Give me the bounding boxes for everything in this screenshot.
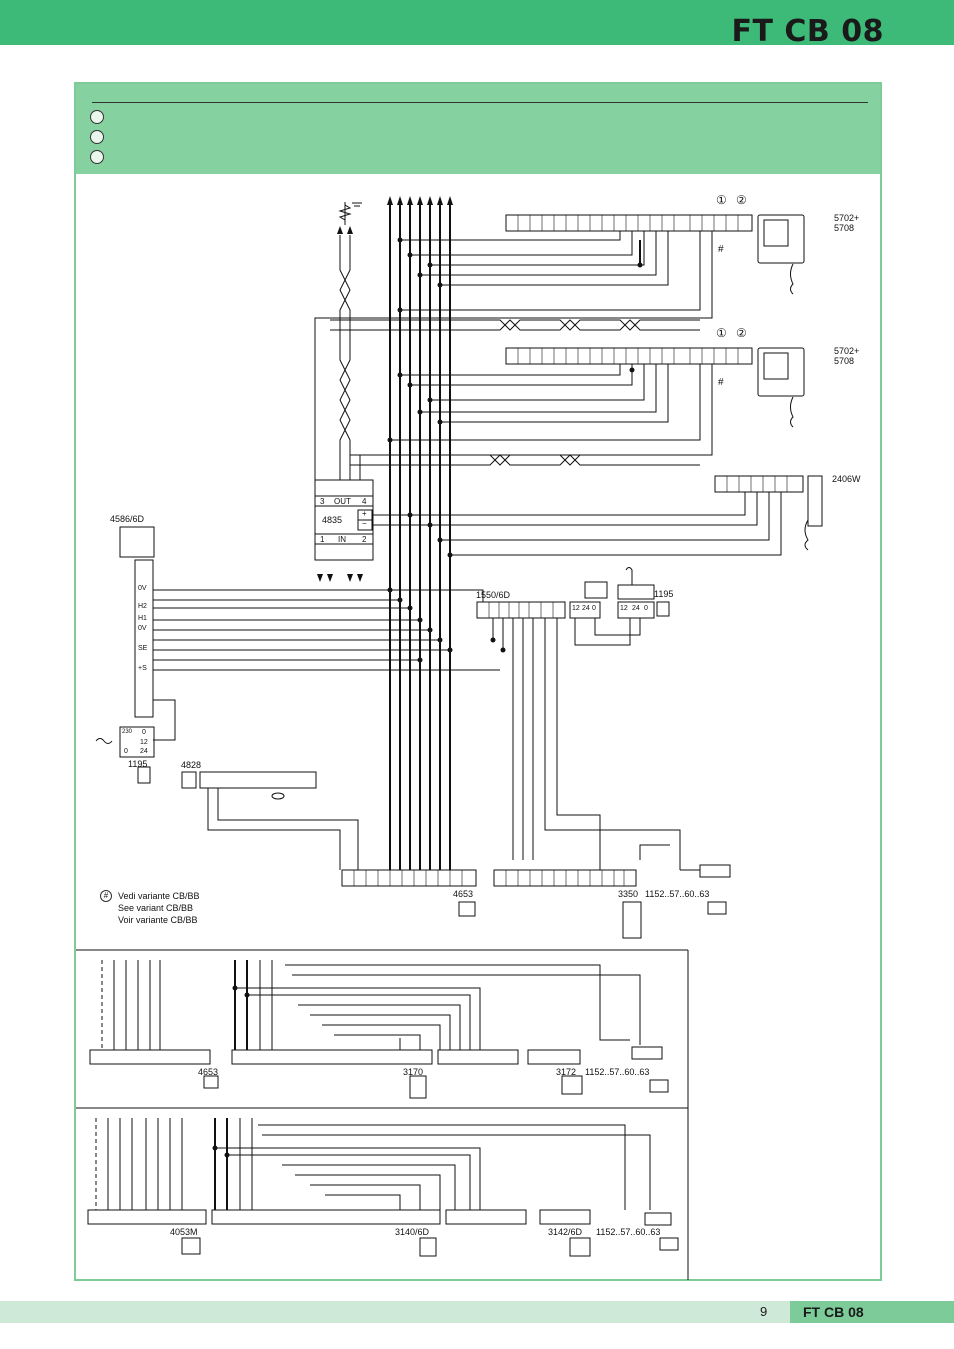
language-circle-icon xyxy=(90,110,104,124)
monitor-1-label: 5702+ 5708 xyxy=(834,213,859,233)
page-number: 9 xyxy=(760,1304,768,1319)
hash-mark-label: # xyxy=(718,244,724,255)
lock-label: 1152..57..60..63 xyxy=(645,889,710,899)
controller-label: 1550/6D xyxy=(476,590,511,600)
panel-header xyxy=(76,84,880,174)
distributor-plus: + xyxy=(362,509,367,518)
ctrl-term: 0 xyxy=(592,605,596,612)
distributor-term-2: 2 xyxy=(362,535,367,544)
monitor-2-label: 5702+ 5708 xyxy=(834,346,859,366)
ps-term: 0 xyxy=(142,729,146,736)
footer-code-box xyxy=(790,1301,954,1323)
ps-term: 0V xyxy=(138,585,147,592)
legend-line-en: See variant CB/BB xyxy=(118,903,194,913)
distributor-term-3: 3 xyxy=(320,497,325,506)
footer-code: FT CB 08 xyxy=(803,1304,864,1320)
header-bar xyxy=(0,0,954,45)
ps-term: H1 xyxy=(138,615,147,622)
ps-term: H2 xyxy=(138,603,147,610)
page-title: FT CB 08 xyxy=(731,14,884,49)
variant3-4053m-label: 4053M xyxy=(170,1227,198,1237)
circled-two-label: ② xyxy=(736,193,747,207)
language-circle-icon xyxy=(90,130,104,144)
variant2-3170-label: 3170 xyxy=(403,1067,424,1077)
footer-bar xyxy=(0,1301,954,1323)
junction-dots xyxy=(212,237,643,1158)
ps-term: 24 xyxy=(140,748,148,755)
circled-two-label: ② xyxy=(736,326,747,340)
diagram-panel xyxy=(74,82,882,1281)
distributor-in-label: IN xyxy=(338,535,346,544)
distributor-term-4: 4 xyxy=(362,497,367,506)
monitor-2-model-b: 5708 xyxy=(834,356,855,366)
ctrl-term: 24 xyxy=(632,605,640,612)
legend-line-it: Vedi variante CB/BB xyxy=(118,891,200,901)
module-4653-label: 4653 xyxy=(453,889,474,899)
module-3350-label: 3350 xyxy=(618,889,639,899)
distributor-minus: − xyxy=(362,519,367,528)
variant2-4653-label: 4653 xyxy=(198,1067,219,1077)
monitor-1-model-b: 5708 xyxy=(834,223,855,233)
ps-term: +S xyxy=(138,665,147,672)
module-4828-label: 4828 xyxy=(181,760,202,770)
power-supply-label: 4586/6D xyxy=(110,514,145,524)
variant2-lock-label: 1152..57..60..63 xyxy=(585,1067,650,1077)
variant2-3172-label: 3172 xyxy=(556,1067,577,1077)
distributor-label: 4835 xyxy=(322,515,343,525)
ps-term: 0 xyxy=(124,748,128,755)
hash-mark-label: # xyxy=(718,377,724,388)
header-rule xyxy=(92,102,868,103)
monitor-2-model-a: 5702+ xyxy=(834,346,860,356)
legend-line-fr: Voir variante CB/BB xyxy=(118,915,198,925)
variant3-3140-label: 3140/6D xyxy=(395,1227,430,1237)
language-circle-icon xyxy=(90,150,104,164)
ctrl-term: 0 xyxy=(644,605,648,612)
circled-one-label: ① xyxy=(716,193,727,207)
distributor-term-1: 1 xyxy=(320,535,325,544)
ctrl-term: 12 xyxy=(620,605,628,612)
variant3-lock-label: 1152..57..60..63 xyxy=(596,1227,661,1237)
ps-term: SE xyxy=(138,645,148,652)
distributor-out-label: OUT xyxy=(334,497,351,506)
transformer-left-label: 1195 xyxy=(128,759,148,769)
ctrl-term: 12 xyxy=(572,605,580,612)
circled-one-label: ① xyxy=(716,326,727,340)
ps-term: 0V xyxy=(138,625,147,632)
variant-legend: Vedi variante CB/BB See variant CB/BB Vo… xyxy=(118,890,200,926)
ps-term: 12 xyxy=(140,739,148,746)
hash-icon: # xyxy=(100,890,112,902)
handset-label: 2406W xyxy=(832,474,861,484)
ps-term: 230 xyxy=(122,729,133,735)
transformer-right-label: 1195 xyxy=(654,589,674,599)
monitor-1-model-a: 5702+ xyxy=(834,213,860,223)
variant3-3142-label: 3142/6D xyxy=(548,1227,583,1237)
ctrl-term: 24 xyxy=(582,605,590,612)
